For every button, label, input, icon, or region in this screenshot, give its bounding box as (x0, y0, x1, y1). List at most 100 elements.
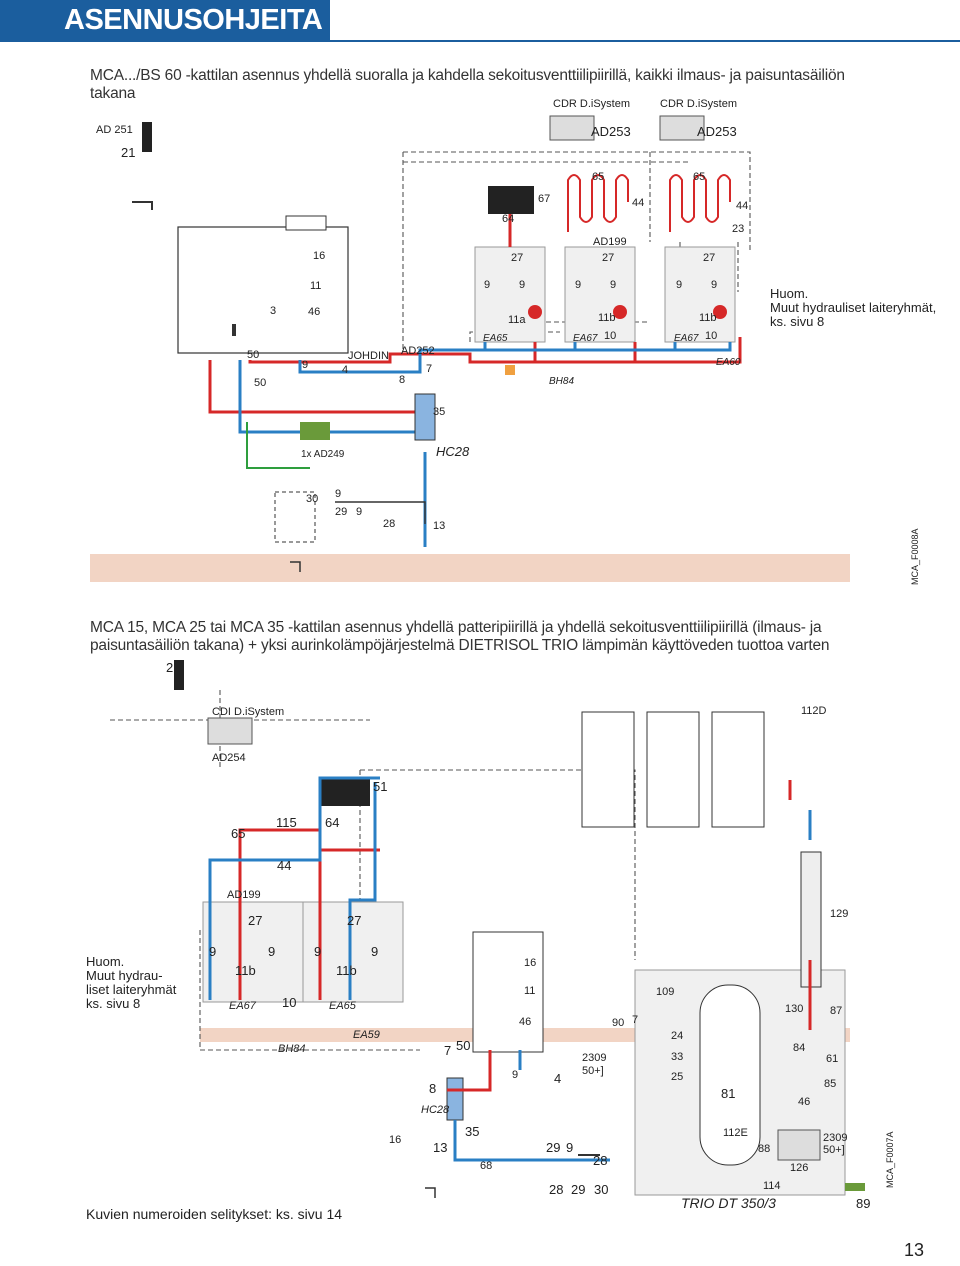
label-2-9a: 9 (209, 944, 217, 959)
label-2-112e: 112E (723, 1127, 748, 1139)
label-2-50c: 50+] (823, 1144, 845, 1156)
page-number: 13 (903, 1240, 924, 1260)
label-9d: 9 (610, 279, 617, 291)
tank-name: TRIO DT 350/3 (681, 1195, 776, 1211)
label-2-114: 114 (763, 1180, 781, 1192)
label-2-46a: 46 (519, 1016, 532, 1028)
label-29: 29 (335, 506, 348, 518)
controller-cdi-name: CDI D.iSystem (212, 706, 285, 718)
controller-1-code: AD253 (591, 124, 631, 139)
label-2-11bb: 11b (336, 963, 357, 978)
module-mix-1 (564, 246, 636, 343)
label-2-130: 130 (785, 1003, 804, 1015)
collector-1 (581, 711, 635, 828)
label-ea65: EA65 (483, 333, 508, 344)
label-2-68: 68 (480, 1160, 493, 1172)
label-10b: 10 (705, 330, 718, 342)
label-2-30: 30 (594, 1182, 609, 1197)
sensor-cable (246, 422, 310, 469)
label-2-9d: 9 (371, 944, 379, 959)
label-2-ad199: AD199 (227, 889, 261, 901)
note-title: Huom. (770, 286, 809, 301)
label-2-25: 25 (671, 1071, 684, 1083)
label-2-81: 81 (721, 1086, 736, 1101)
label-2-13: 13 (433, 1140, 448, 1155)
label-27c: 27 (703, 252, 716, 264)
flow-pipes (208, 214, 742, 414)
diagram2-schematic (110, 660, 865, 1198)
label-2-35: 35 (465, 1124, 480, 1139)
label-2-24: 24 (671, 1030, 684, 1042)
label-ad252: AD252 (401, 345, 435, 357)
radiator (488, 186, 534, 214)
label-2-44: 44 (277, 858, 292, 873)
label-2-9c: 9 (314, 944, 322, 959)
label-2-64: 64 (325, 815, 340, 830)
label-2-2309a: 2309 (582, 1052, 607, 1064)
label-2-9f: 9 (566, 1140, 574, 1155)
label-2-2309b: 2309 (823, 1132, 848, 1144)
label-2-21: 21 (166, 660, 181, 675)
note-line2: ks. sivu 8 (770, 314, 825, 329)
label-2-85: 85 (824, 1078, 837, 1090)
pump-mix-1 (613, 305, 627, 319)
outdoor-sensor-21 (142, 122, 152, 152)
label-64: 64 (502, 213, 515, 225)
label-2-11ba: 11b (235, 963, 256, 978)
boiler (177, 226, 349, 354)
diagram2-heading-line2: paisuntasäiliön takana) + yksi aurinkolä… (90, 637, 830, 654)
label-4: 4 (342, 364, 349, 376)
label-9a: 9 (484, 279, 491, 291)
label-3: 3 (270, 305, 277, 317)
label-ea67b: EA67 (674, 333, 699, 344)
note2-title: Huom. (86, 954, 125, 969)
floor-band (90, 554, 850, 582)
label-44a: 44 (632, 197, 645, 209)
item-89 (845, 1183, 865, 1191)
label-2-9b: 9 (268, 944, 276, 959)
label-2-89: 89 (856, 1196, 871, 1211)
label-46: 46 (308, 306, 321, 318)
fill-group (274, 491, 316, 543)
note2-line3: ks. sivu 8 (86, 996, 141, 1011)
label-2-10: 10 (282, 995, 297, 1010)
label-2-65: 65 (231, 826, 246, 841)
diagram1-code: MCA_F0008A (910, 528, 920, 585)
label-9g: 9 (302, 359, 309, 371)
page-title: ASENNUSOHJEITA (0, 0, 330, 40)
label-2-16a: 16 (524, 957, 537, 969)
label-2-112d: 112D (801, 705, 827, 717)
label-2-51: 51 (373, 779, 388, 794)
ad249-kit (300, 422, 330, 440)
label-2-7b: 7 (632, 1014, 639, 1026)
controller-2 (659, 115, 705, 141)
note-line1: Muut hydrauliset laiteryhmät, (770, 300, 937, 315)
label-2-9e: 9 (512, 1069, 519, 1081)
floor-coil-2 (669, 174, 731, 232)
title-rule (0, 40, 960, 42)
trio-tank (699, 984, 761, 1166)
label-2-29: 29 (546, 1140, 561, 1155)
label-9b: 9 (519, 279, 526, 291)
pump-direct (528, 305, 542, 319)
label-2-ea59: EA59 (353, 1029, 380, 1041)
label-2-11: 11 (524, 985, 536, 997)
boiler-switch (232, 324, 236, 336)
label-2-ea67: EA67 (229, 1000, 256, 1012)
label-2-126: 126 (790, 1162, 809, 1174)
label-9f: 9 (711, 279, 718, 291)
controller-1 (549, 115, 595, 141)
label-2-8: 8 (429, 1081, 437, 1096)
label-2-4: 4 (554, 1071, 562, 1086)
label-2-ea65: EA65 (329, 1000, 356, 1012)
label-2-33: 33 (671, 1051, 684, 1063)
label-2-84: 84 (793, 1042, 806, 1054)
label-50b: 50 (254, 377, 267, 389)
label-35: 35 (433, 406, 446, 418)
return-pipes (238, 342, 732, 547)
floor-coil-1 (567, 174, 629, 232)
label-2-hc28: HC28 (421, 1104, 450, 1116)
label-65b: 65 (693, 171, 706, 183)
label-9i: 9 (356, 506, 363, 518)
label-16: 16 (313, 250, 326, 262)
